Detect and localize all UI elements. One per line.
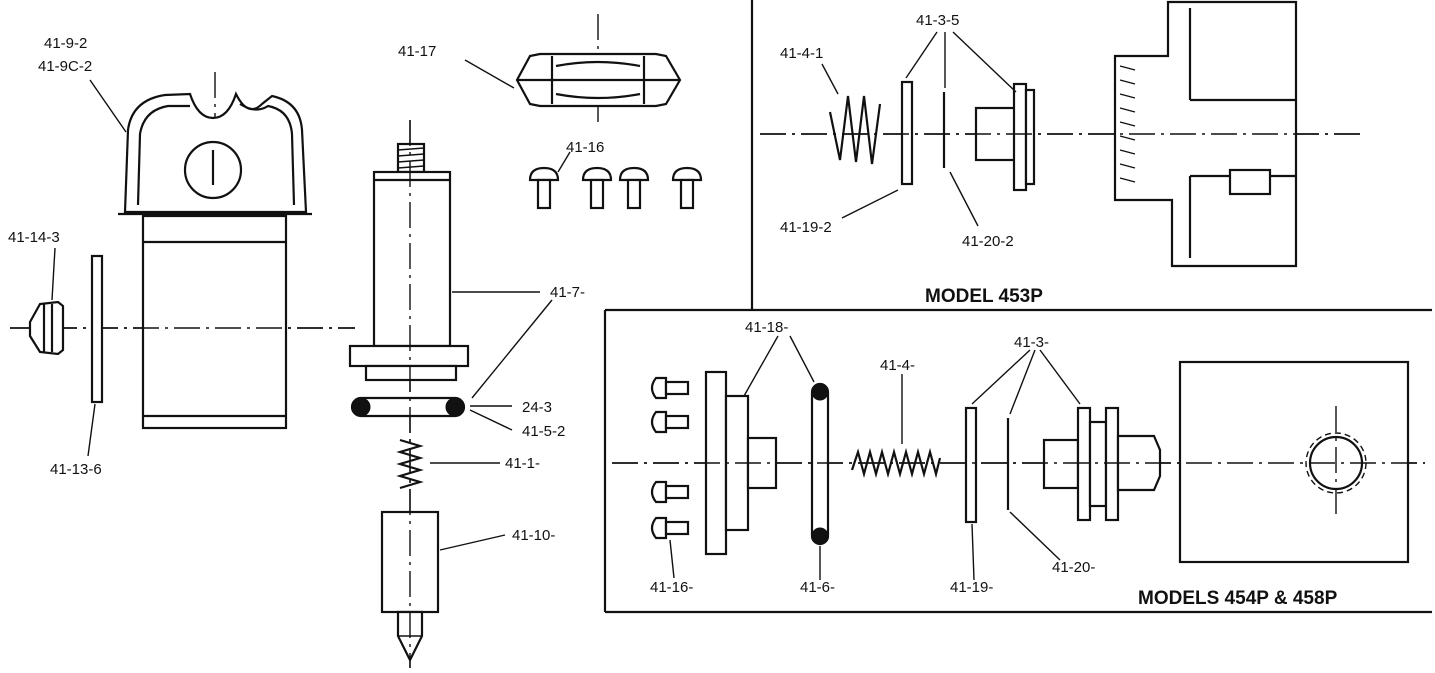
screw-column <box>650 376 690 540</box>
label-washer-453: 41-19-2 <box>780 219 832 236</box>
label-spring-453: 41-4-1 <box>780 45 823 62</box>
label-oring-b: 41-5-2 <box>522 423 565 440</box>
label-body-oring: 41-7- <box>550 284 585 301</box>
screw-row-top <box>528 166 703 210</box>
locknut-and-screws <box>464 14 703 210</box>
label-disc-453: 41-20-2 <box>962 233 1014 250</box>
stem-assembly <box>348 120 553 668</box>
label-spring-small: 41-1- <box>505 455 540 472</box>
title-model-453p: MODEL 453P <box>925 286 1043 307</box>
label-cap-a: 41-9-2 <box>44 35 87 52</box>
model-453p-assembly <box>760 0 1360 268</box>
cap-assembly <box>10 72 355 457</box>
label-washer-454: 41-19- <box>950 579 993 596</box>
label-oring-a: 24-3 <box>522 399 552 416</box>
label-valve-453: 41-3-5 <box>916 12 959 29</box>
title-models-454p-458p: MODELS 454P & 458P <box>1138 588 1338 609</box>
label-flange: 41-18- <box>745 319 788 336</box>
model-454p-458p-assembly <box>612 335 1425 581</box>
label-disc-454: 41-20- <box>1052 559 1095 576</box>
label-spring-454: 41-4- <box>880 357 915 374</box>
panel-frames <box>603 0 1432 614</box>
label-nut-left: 41-14-3 <box>8 229 60 246</box>
label-stem: 41-10- <box>512 527 555 544</box>
label-locknut: 41-17 <box>398 43 436 60</box>
label-valve-454: 41-3- <box>1014 334 1049 351</box>
label-oring-454: 41-6- <box>800 579 835 596</box>
label-screws-454: 41-16- <box>650 579 693 596</box>
label-washer-left: 41-13-6 <box>50 461 102 478</box>
label-screws-top: 41-16 <box>566 139 604 156</box>
label-cap-b: 41-9C-2 <box>38 58 92 75</box>
part-labels: 41-9-2 41-9C-2 41-14-3 41-13-6 41-17 41-… <box>8 12 1338 609</box>
